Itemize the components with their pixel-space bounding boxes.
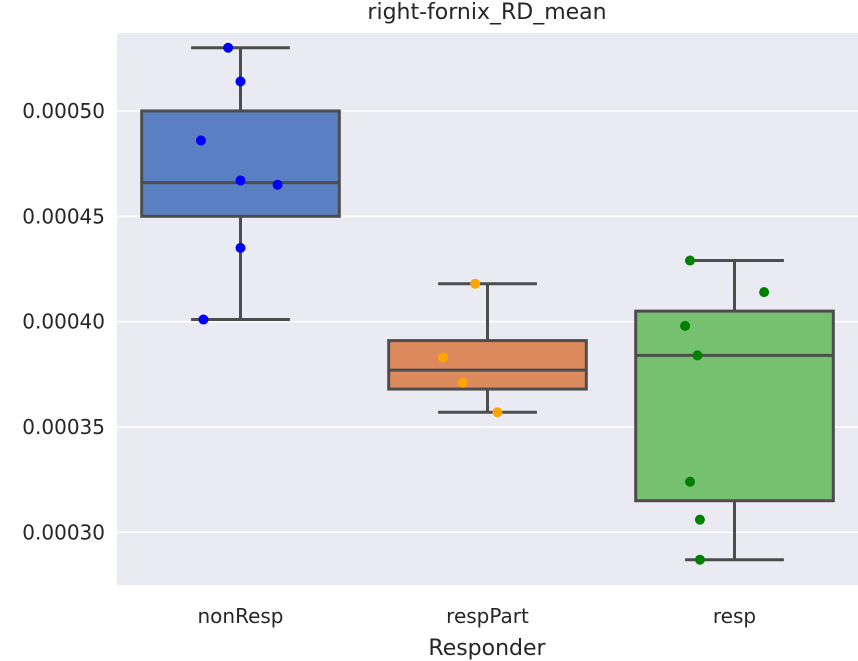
box-body [634, 309, 835, 503]
box-series [140, 46, 835, 562]
box-resp [634, 259, 835, 562]
y-tick-label: 0.00035 [22, 415, 105, 439]
data-point [195, 135, 206, 146]
y-tick-label: 0.00040 [22, 310, 105, 334]
x-tick-label: resp [713, 604, 756, 628]
y-tick-label: 0.00030 [22, 520, 105, 544]
data-point [759, 287, 770, 298]
x-axis-ticks: nonResp respPart resp [197, 604, 756, 628]
y-axis-ticks: 0.00030 0.00035 0.00040 0.00045 0.00050 [22, 99, 105, 544]
data-point [457, 377, 468, 388]
data-point [685, 255, 696, 266]
data-point [694, 554, 705, 565]
data-point [235, 175, 246, 186]
x-axis-label: Responder [428, 636, 546, 661]
x-tick-label: respPart [446, 604, 529, 628]
y-tick-label: 0.00045 [22, 204, 105, 228]
data-point [692, 350, 703, 361]
box-body [387, 339, 588, 391]
data-point [470, 278, 481, 289]
box-respPart [387, 282, 588, 414]
y-tick-label: 0.00050 [22, 99, 105, 123]
data-point [198, 314, 209, 325]
data-point [235, 242, 246, 253]
data-point [438, 352, 449, 363]
data-point [272, 179, 283, 190]
data-point [492, 407, 503, 418]
data-point [235, 76, 246, 87]
chart-title: right-fornix_RD_mean [367, 0, 606, 25]
data-point [694, 514, 705, 525]
data-point [685, 476, 696, 487]
data-point [680, 320, 691, 331]
strip-points [195, 42, 770, 565]
x-tick-label: nonResp [197, 604, 283, 628]
data-point [223, 42, 234, 53]
box-body [140, 109, 341, 218]
